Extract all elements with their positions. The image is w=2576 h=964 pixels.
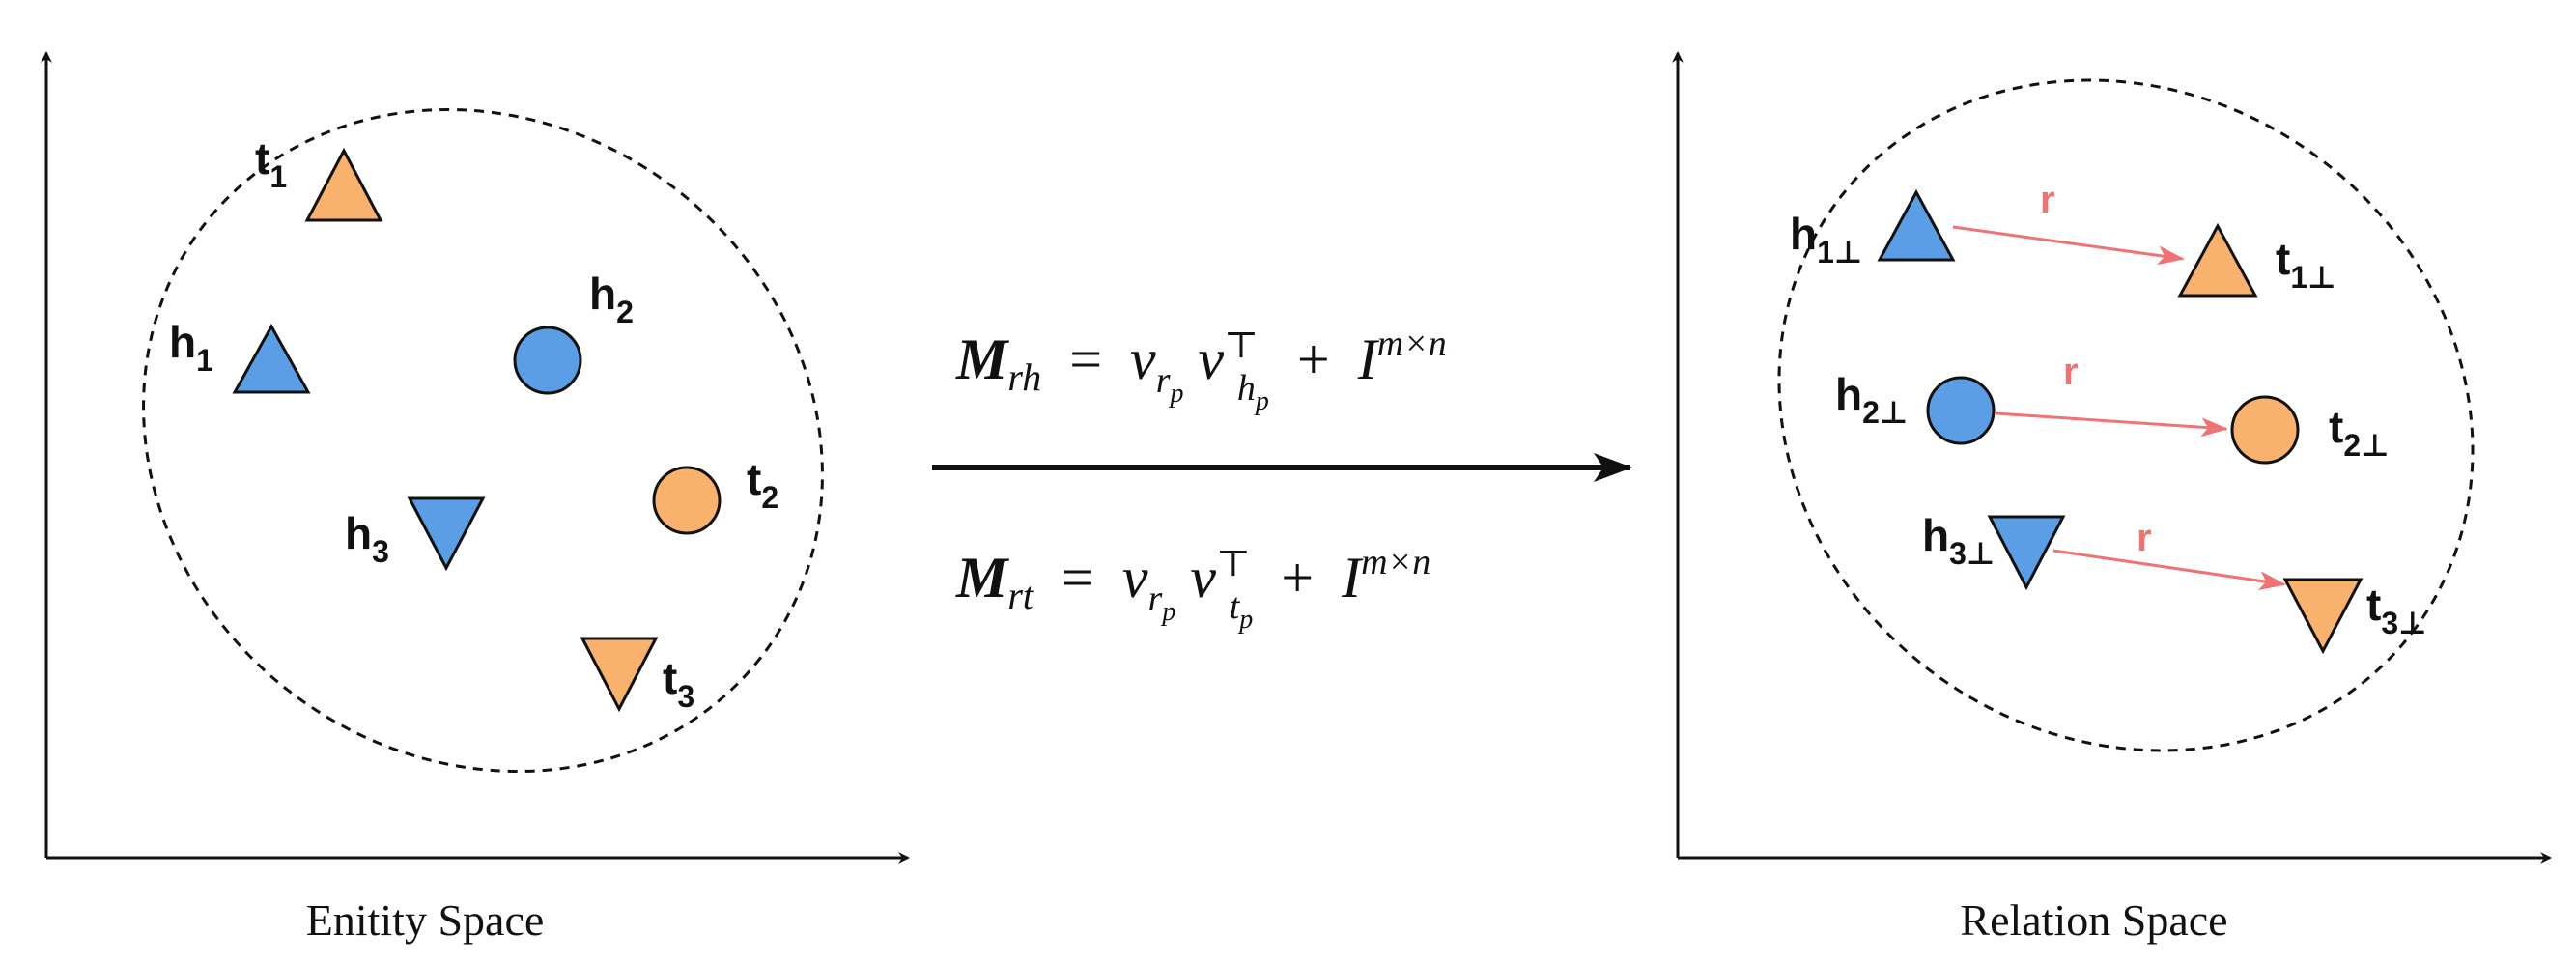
transform-section: Mrh = vrp v⊤hp + Im×n Mrt = vrp v⊤tp + I… (932, 324, 1632, 640)
relation-arrow-3 (2052, 549, 2286, 591)
relation-h3-label: h3⊥ (1922, 510, 1995, 571)
relation-label-1: r (2040, 179, 2055, 221)
entity-h2-circle (513, 326, 582, 395)
entity-t3-label: t3 (663, 653, 694, 714)
relation-space-caption: Relation Space (1960, 895, 2227, 945)
entity-space-caption: Enitity Space (306, 895, 545, 945)
entity-space-panel: t1 h1 h2 t2 h3 t3 Enitity Space (41, 51, 910, 945)
relation-h1-label: h1⊥ (1790, 209, 1862, 269)
entity-h1-triangle (232, 323, 311, 394)
entity-h1-label: h1 (169, 317, 213, 378)
relation-h2-label: h2⊥ (1835, 369, 1908, 430)
relation-h1-triangle (1877, 188, 1956, 262)
entity-t2-circle (652, 466, 722, 535)
relation-ellipse (1777, 78, 2475, 752)
relation-h3-triangle (1987, 515, 2066, 591)
relation-arrow-1 (1952, 225, 2185, 266)
relation-label-2: r (2063, 351, 2079, 393)
relation-space-panel: h1⊥ r t1⊥ h2⊥ r t2⊥ h3⊥ r t3⊥ Relation S… (1672, 51, 2552, 945)
entity-ellipse (142, 108, 824, 773)
relation-t1-triangle (2177, 222, 2258, 298)
relation-t2-circle (2230, 395, 2300, 465)
entity-h3-label: h3 (345, 508, 389, 569)
relation-label-3: r (2137, 517, 2152, 559)
entity-t2-label: t2 (747, 454, 778, 515)
entity-h3-triangle (407, 496, 486, 572)
relation-arrow-2 (1995, 411, 2228, 438)
equation-rt: Mrt = vrp v⊤tp + Im×n (955, 542, 1430, 640)
relation-t3-triangle (2282, 578, 2364, 655)
relation-t1-label: t1⊥ (2276, 234, 2335, 295)
entity-t1-label: t1 (255, 133, 287, 194)
relation-t2-label: t2⊥ (2329, 402, 2389, 463)
relation-t3-label: t3⊥ (2366, 580, 2426, 640)
relation-h2-circle (1926, 376, 1996, 445)
entity-t3-triangle (580, 637, 659, 713)
equation-rh: Mrh = vrp v⊤hp + Im×n (955, 324, 1447, 422)
entity-t1-triangle (304, 147, 383, 222)
entity-h2-label: h2 (589, 269, 634, 329)
